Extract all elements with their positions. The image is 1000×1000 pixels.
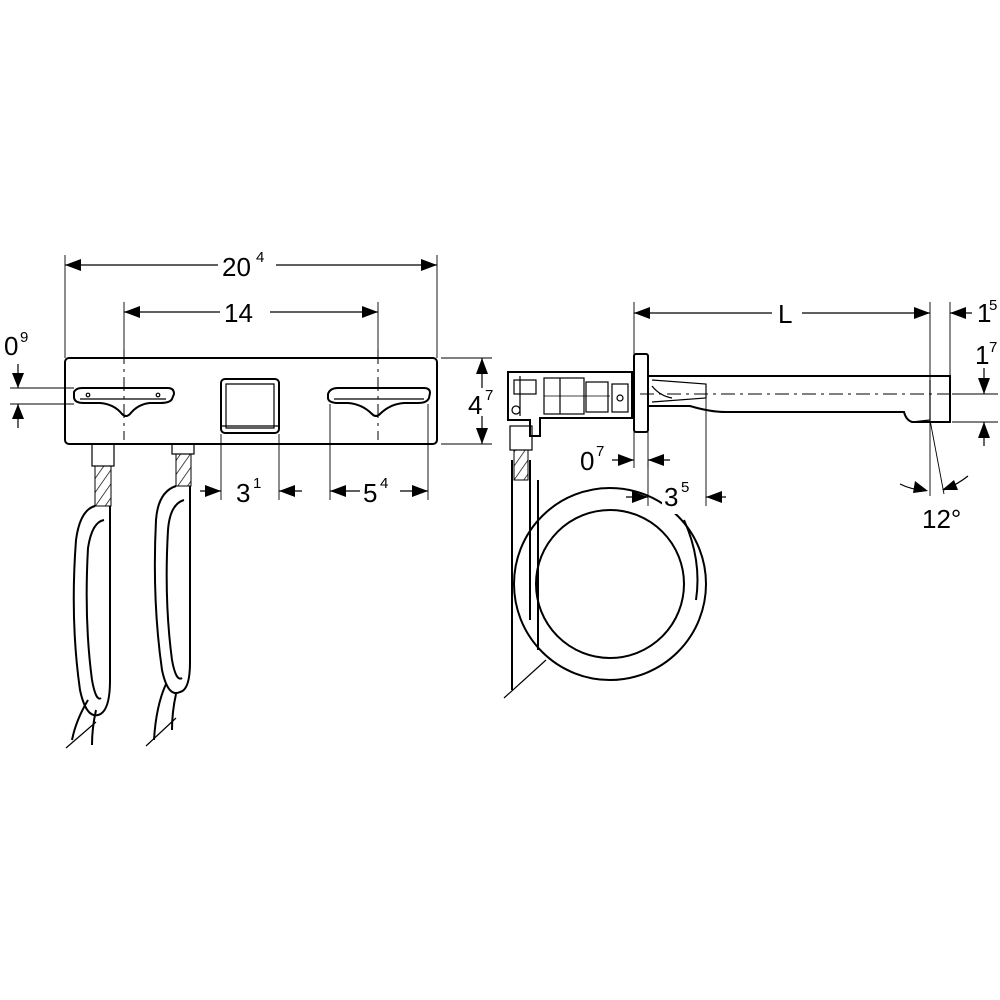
dim-plate-height-sup: 7: [485, 387, 493, 404]
dim-spout-height: 1 7: [952, 339, 998, 446]
dim-rosette-depth: 0 7: [580, 432, 670, 476]
dim-handle-spacing-label: 14: [224, 298, 253, 328]
dim-front-height-label: 0: [4, 331, 18, 361]
side-rosette: [633, 353, 649, 433]
coiled-hose: [503, 460, 707, 699]
dim-spout-height-label: 1: [975, 340, 989, 370]
left-handle: [73, 387, 176, 417]
side-view: L 1 5 1 7: [503, 297, 998, 699]
side-pipe-fitting: [509, 425, 533, 451]
dim-plate-height: 4 7: [441, 357, 498, 445]
dim-angle-label: 12°: [922, 504, 961, 534]
concealed-body: [507, 371, 633, 437]
dim-handle-width-sup: 4: [380, 475, 388, 492]
wall-plate: [64, 357, 438, 445]
dim-total-width: 20 4: [64, 248, 438, 358]
dim-front-height-sup: 9: [20, 329, 28, 346]
front-view: 20 4 14 0 9: [4, 248, 498, 749]
dim-total-width-sup: 4: [256, 249, 264, 266]
dim-front-height: 0 9: [4, 329, 74, 428]
left-hose: [65, 443, 115, 749]
dim-spout-tip-sup: 5: [989, 297, 997, 314]
dim-button-width: 3 1: [200, 434, 302, 508]
dim-body-depth: 3 5: [626, 384, 726, 514]
center-button: [220, 378, 280, 434]
right-hose: [145, 443, 195, 747]
dim-body-depth-label: 3: [664, 482, 678, 512]
dim-handle-spacing: 14: [123, 296, 379, 350]
spout: [640, 375, 951, 423]
dim-total-width-label: 20: [222, 252, 251, 282]
dim-spout-tip: 1 5: [949, 297, 997, 376]
dim-spout-length: L: [633, 297, 931, 380]
dim-rosette-depth-label: 0: [580, 446, 594, 476]
dim-spout-tip-label: 1: [977, 298, 991, 328]
dim-angle: 12°: [899, 419, 969, 534]
dim-spout-length-label: L: [778, 299, 792, 329]
dim-handle-width: 5 4: [329, 404, 429, 508]
dim-button-width-label: 3: [236, 478, 250, 508]
dim-handle-width-label: 5: [363, 478, 377, 508]
dim-spout-height-sup: 7: [989, 339, 997, 356]
dim-plate-height-label: 4: [468, 390, 482, 420]
dim-rosette-depth-sup: 7: [596, 443, 604, 460]
right-handle: [327, 387, 432, 417]
dim-body-depth-sup: 5: [681, 479, 689, 496]
dim-button-width-sup: 1: [253, 475, 261, 492]
